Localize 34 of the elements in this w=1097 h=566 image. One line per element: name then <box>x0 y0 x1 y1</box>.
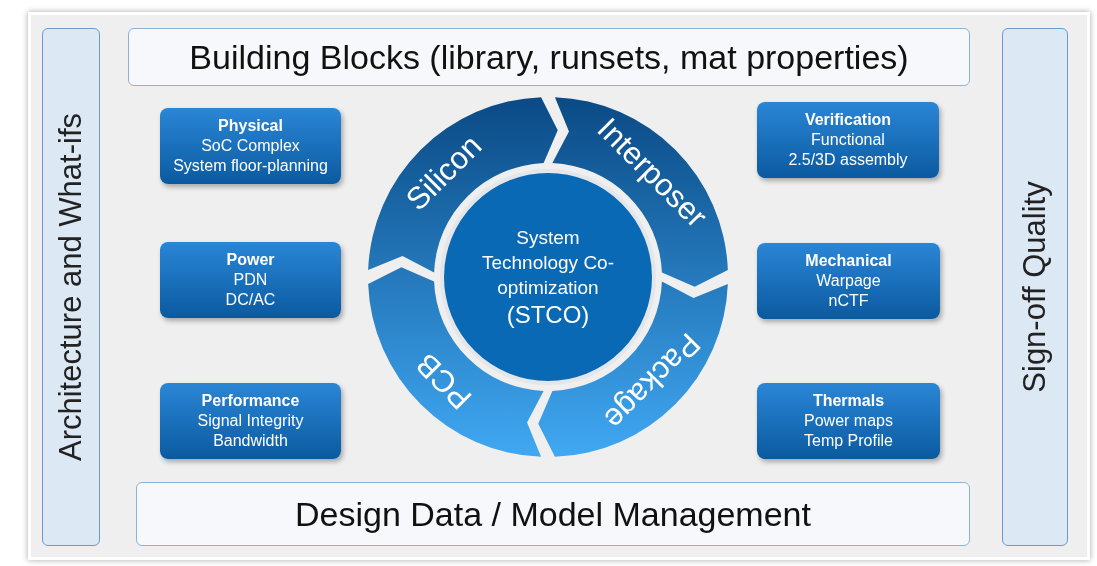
side-band <box>1002 28 1068 546</box>
card-text: SoC Complex <box>201 136 300 156</box>
footer-bar <box>136 482 970 546</box>
topic-card <box>160 242 341 318</box>
card-heading: Thermals <box>812 391 885 411</box>
card-heading: Performance <box>201 391 300 411</box>
card-text: System floor-planning <box>173 156 328 176</box>
topic-card <box>160 383 341 459</box>
card-heading: Mechanical <box>805 251 892 271</box>
side-label: Architecture and What-ifs <box>53 113 89 461</box>
card-heading: Physical <box>218 116 283 136</box>
card-heading: Verification <box>804 110 892 130</box>
card-text: Temp Profile <box>804 431 893 451</box>
header-bar <box>128 28 970 86</box>
center-text: System Technology Co-optimization <box>481 226 615 300</box>
topic-card <box>160 108 341 184</box>
bar-title: Design Data / Model Management <box>295 494 811 534</box>
topic-card <box>757 383 940 459</box>
bar-title: Building Blocks (library, runsets, mat properties) <box>189 37 909 77</box>
card-text: Power maps <box>804 411 893 431</box>
topic-card <box>757 243 940 319</box>
card-text: nCTF <box>828 291 869 311</box>
card-text: DC/AC <box>225 290 276 310</box>
card-text: Warpage <box>816 271 881 291</box>
card-text: 2.5/3D assembly <box>788 150 908 170</box>
card-text: Functional <box>811 130 885 150</box>
card-heading: Power <box>226 250 275 270</box>
card-text: Bandwidth <box>213 431 288 451</box>
side-label: Sign-off Quality <box>1017 181 1053 393</box>
card-text: Signal Integrity <box>197 411 304 431</box>
side-band <box>42 28 100 546</box>
center-acronym: (STCO) <box>506 299 590 330</box>
topic-card <box>757 102 939 178</box>
card-text: PDN <box>233 270 268 290</box>
